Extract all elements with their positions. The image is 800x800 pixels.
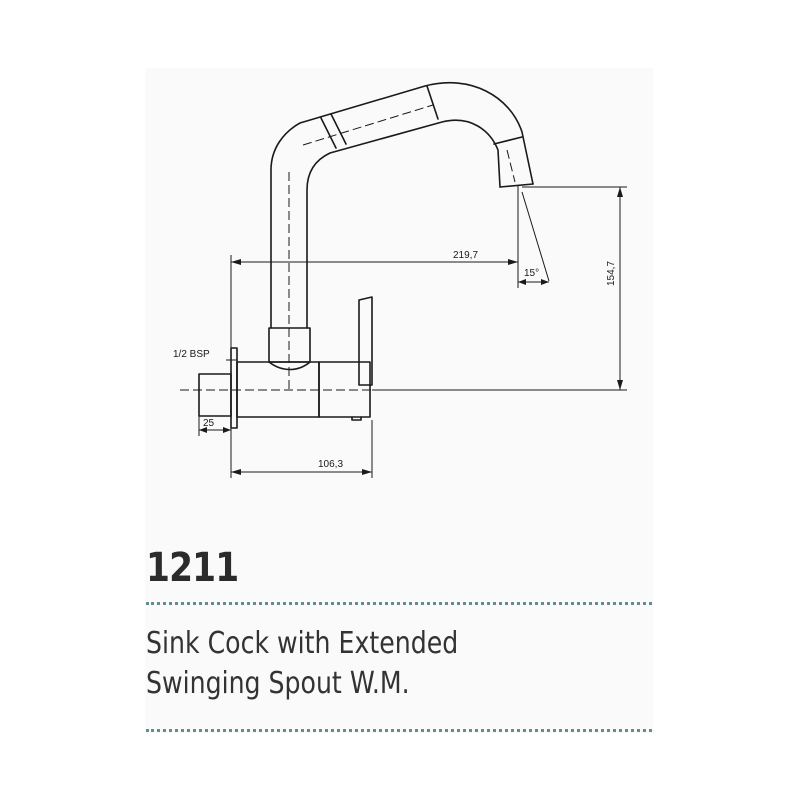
product-name-line-1: Sink Cock with Extended xyxy=(146,626,459,661)
dim-thread-type-label: 1/2 BSP xyxy=(173,349,210,360)
arrow-angle-right xyxy=(541,279,549,285)
product-name-line-2: Swinging Spout W.M. xyxy=(146,666,410,701)
threaded-inlet xyxy=(198,373,232,417)
dim-depth-label: 106,3 xyxy=(318,459,343,470)
spout-joint-1 xyxy=(320,117,337,149)
arrow-height-bottom xyxy=(617,380,623,390)
divider-top xyxy=(146,602,652,605)
spout-outer xyxy=(270,81,534,329)
dim-angle-leg xyxy=(521,191,550,282)
divider-bottom xyxy=(146,729,652,732)
product-code: 1211 xyxy=(146,545,239,591)
collar-curve xyxy=(268,361,311,371)
arrow-angle-left xyxy=(518,279,526,285)
arrow-thread-right xyxy=(223,427,231,433)
arrow-reach-right xyxy=(508,259,518,265)
dim-height-label: 154,7 xyxy=(606,261,617,286)
dim-reach-label: 219,7 xyxy=(453,250,478,261)
drawing-panel xyxy=(145,68,653,733)
arrow-depth-right xyxy=(362,469,372,475)
spout-joint-3 xyxy=(426,85,439,120)
arrow-reach-left xyxy=(231,259,241,265)
arrow-thread-left xyxy=(199,427,207,433)
dim-angle-label: 15° xyxy=(524,268,539,279)
spout-inner xyxy=(306,119,501,329)
spout-tip xyxy=(499,183,534,188)
arrow-depth-left xyxy=(231,469,241,475)
handle-lever xyxy=(358,296,373,386)
spout-joint-2 xyxy=(330,113,347,145)
centerline-outlet xyxy=(506,149,516,183)
product-name: Sink Cock with Extended Swinging Spout W… xyxy=(146,624,458,704)
dim-thread-length-label: 25 xyxy=(203,418,215,429)
arrow-height-top xyxy=(617,187,623,197)
spout-joint-4 xyxy=(493,136,523,145)
centerline-spout xyxy=(302,104,434,146)
bottom-screw xyxy=(351,416,362,421)
